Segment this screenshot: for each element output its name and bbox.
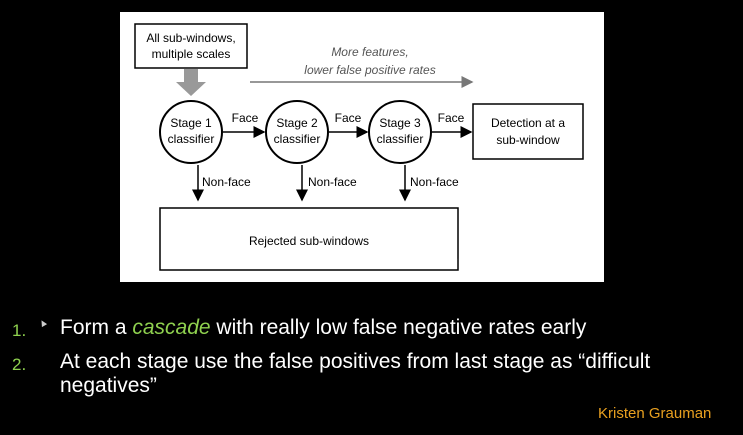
output-box-line2: sub-window bbox=[496, 133, 560, 147]
bullet-list: 1. Form a cascade with really low false … bbox=[12, 316, 732, 408]
bullet-item-2: 2. At each stage use the false positives… bbox=[12, 350, 732, 398]
output-box bbox=[472, 103, 584, 160]
stage-2-circle bbox=[265, 100, 329, 164]
rejected-box-label: Rejected sub-windows bbox=[249, 234, 369, 248]
stage-2-sublabel: classifier bbox=[274, 132, 321, 146]
top-annotation-line1: More features, bbox=[331, 45, 408, 59]
stage-3-sublabel: classifier bbox=[377, 132, 424, 146]
stage-3-label: Stage 3 bbox=[379, 116, 421, 130]
cursor-icon bbox=[38, 318, 48, 328]
nonface-label-2: Non-face bbox=[308, 175, 357, 189]
bullet-text-1-emph: cascade bbox=[132, 316, 211, 339]
author-credit: Kristen Grauman bbox=[598, 405, 712, 422]
top-annotation-line2: lower false positive rates bbox=[304, 63, 435, 77]
input-box bbox=[134, 23, 248, 69]
rejected-box bbox=[159, 207, 459, 271]
cascade-diagram-svg: All sub-windows, multiple scales More fe… bbox=[134, 23, 584, 271]
bullet-number-2: 2. bbox=[12, 355, 27, 374]
stage-3-circle bbox=[368, 100, 432, 164]
face-label-3: Face bbox=[438, 111, 465, 125]
stage-1-circle bbox=[159, 100, 223, 164]
face-label-2: Face bbox=[335, 111, 362, 125]
input-box-line2: multiple scales bbox=[152, 47, 231, 61]
face-label-1: Face bbox=[232, 111, 259, 125]
stage-1-sublabel: classifier bbox=[168, 132, 215, 146]
nonface-label-3: Non-face bbox=[410, 175, 459, 189]
cascade-diagram: All sub-windows, multiple scales More fe… bbox=[120, 12, 604, 282]
bullet-item-1: 1. Form a cascade with really low false … bbox=[12, 316, 732, 340]
input-down-arrow bbox=[176, 69, 206, 96]
bullet-text-1-after: with really low false negative rates ear… bbox=[210, 316, 587, 339]
output-box-line1: Detection at a bbox=[491, 116, 565, 130]
input-box-line1: All sub-windows, bbox=[146, 31, 235, 45]
bullet-text-2: At each stage use the false positives fr… bbox=[60, 350, 651, 397]
bullet-text-1-before: Form a bbox=[60, 316, 133, 339]
stage-2-label: Stage 2 bbox=[276, 116, 318, 130]
bullet-number-1: 1. bbox=[12, 321, 27, 340]
stage-1-label: Stage 1 bbox=[170, 116, 212, 130]
nonface-label-1: Non-face bbox=[202, 175, 251, 189]
